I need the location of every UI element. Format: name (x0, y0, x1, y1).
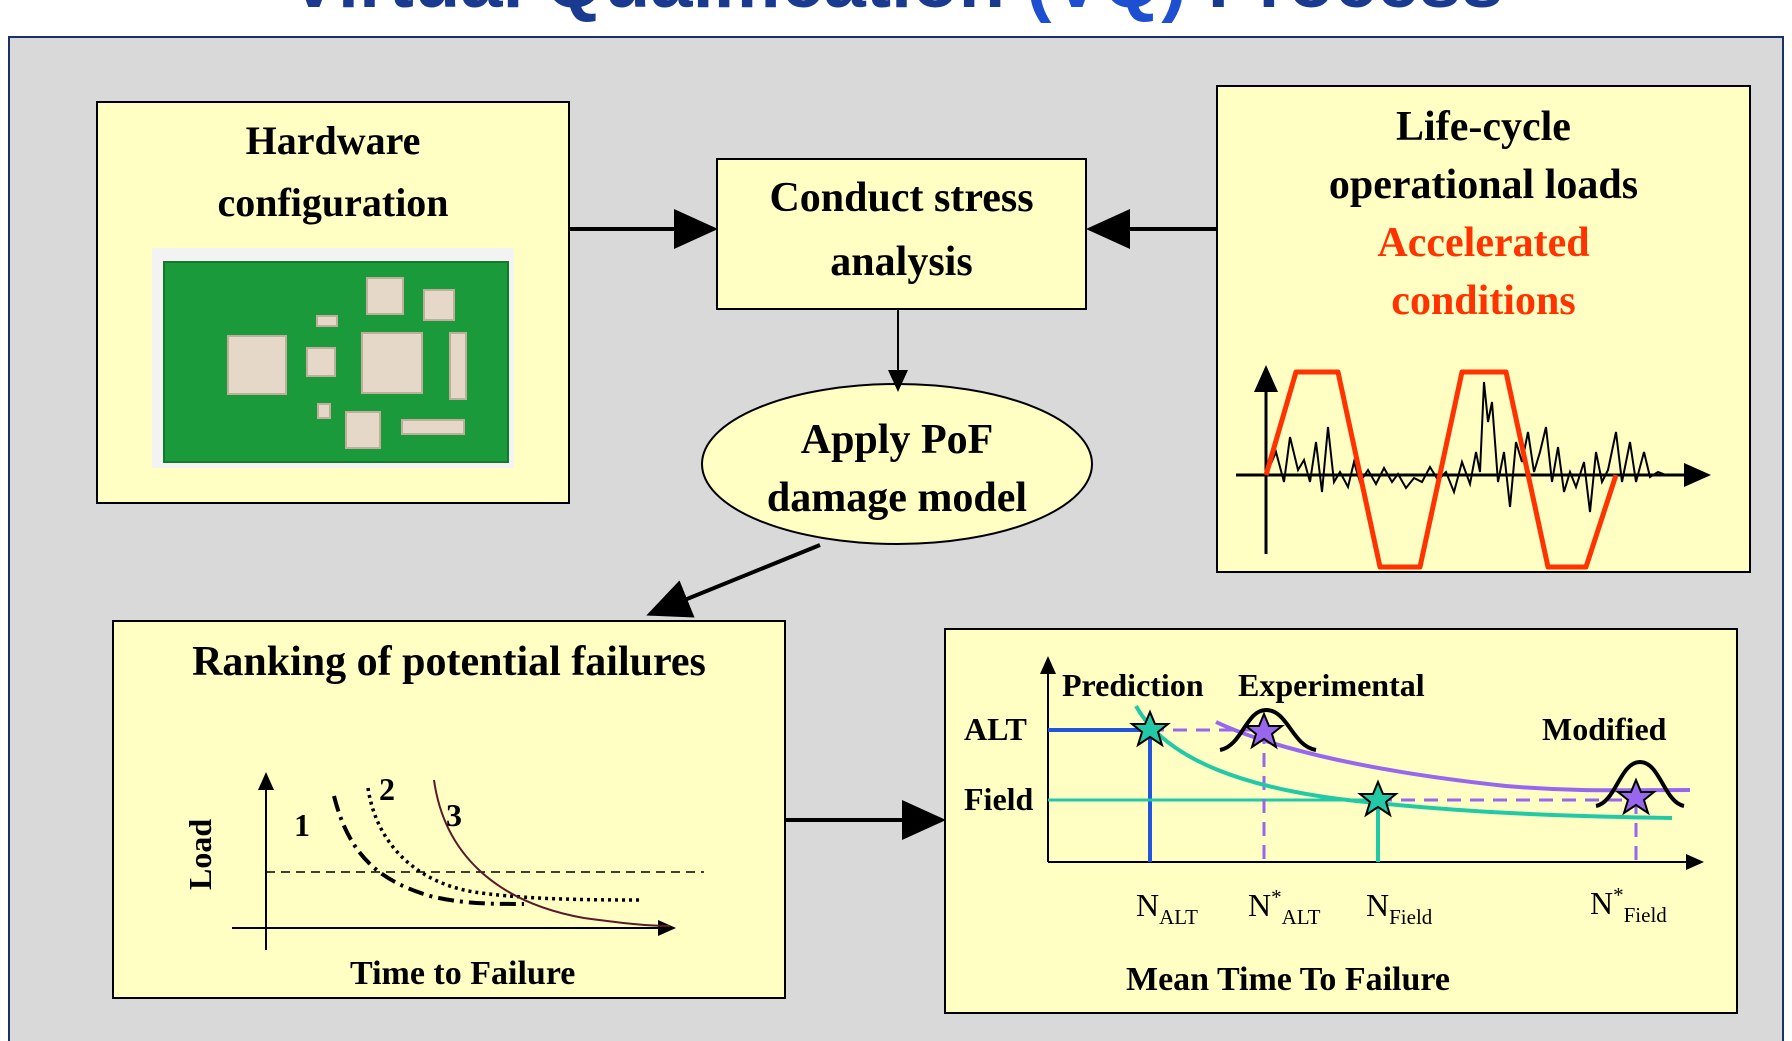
field-distribution-bell (1595, 759, 1685, 808)
failure-curve-1 (332, 795, 525, 906)
curve-label-3: 3 (446, 797, 462, 833)
mttf-chart: Prediction Experimental Modified ALT Fie… (964, 656, 1704, 998)
mttf-box: Prediction Experimental Modified ALT Fie… (944, 628, 1738, 1014)
hardware-title-line1: Hardware (245, 118, 421, 163)
accelerated-line2: conditions (1391, 278, 1576, 324)
experimental-star-field (1615, 777, 1657, 816)
experimental-star-alt (1243, 711, 1285, 750)
alt-distribution-bell (1219, 707, 1317, 752)
failure-curve-2 (366, 787, 641, 902)
legend-experimental: Experimental (1238, 667, 1425, 703)
load-vs-time-chart: Load 1 2 3 Time to Failure (182, 771, 704, 992)
load-profile-graph (1236, 365, 1711, 570)
stress-line2: analysis (830, 239, 973, 285)
tick-n-star-alt: N*ALT (1248, 885, 1321, 929)
prediction-star-alt (1129, 709, 1171, 748)
pof-line1: Apply PoF (800, 417, 994, 463)
circuit-board-image (152, 248, 514, 468)
modified-label: Modified (1542, 711, 1667, 747)
tick-n-alt: NALT (1136, 887, 1198, 929)
failure-curve-3 (433, 779, 671, 927)
life-cycle-loads-box: Life-cycle operational loads Accelerated… (1216, 85, 1751, 573)
stress-line1: Conduct stress (769, 175, 1034, 221)
ranking-failures-box: Ranking of potential failures Load 1 2 3… (112, 620, 786, 999)
alt-label: ALT (964, 711, 1027, 747)
stress-analysis-box: Conduct stress analysis (716, 158, 1087, 310)
slide-title: Virtual Qualification (VQ) Process (0, 0, 1792, 25)
curve-label-2: 2 (379, 771, 395, 807)
lifecycle-line2: operational loads (1328, 162, 1639, 208)
ranking-title: Ranking of potential failures (192, 639, 706, 685)
field-label: Field (964, 781, 1034, 817)
pof-line2: damage model (766, 475, 1028, 521)
ranking-y-label: Load (182, 819, 218, 890)
hardware-configuration-box: Hardware configuration (96, 101, 570, 504)
lifecycle-line1: Life-cycle (1396, 104, 1571, 150)
prediction-star-field (1357, 779, 1399, 818)
hardware-title-line2: configuration (217, 180, 449, 225)
accelerated-condition-signal (1263, 369, 1619, 570)
prediction-curve (1134, 705, 1673, 820)
random-vibration-signal (1265, 381, 1667, 513)
mttf-x-label: Mean Time To Failure (1126, 961, 1450, 998)
curve-label-1: 1 (294, 807, 310, 843)
tick-n-star-field: N*Field (1590, 883, 1667, 927)
legend-prediction: Prediction (1062, 667, 1204, 703)
ranking-x-label: Time to Failure (350, 955, 575, 992)
accelerated-line1: Accelerated (1377, 220, 1590, 266)
pof-damage-model-node (701, 383, 1093, 545)
tick-n-field: NField (1366, 887, 1433, 929)
